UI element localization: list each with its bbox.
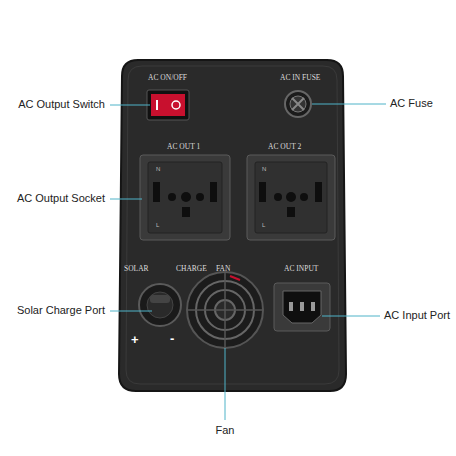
- polarity-mark: -: [170, 332, 174, 347]
- panel-label: AC ON/OFF: [148, 74, 187, 83]
- panel-label: AC IN FUSE: [280, 74, 320, 83]
- polarity-mark: +: [131, 333, 139, 348]
- panel-label: AC OUT 2: [268, 143, 301, 152]
- callout-label: AC Output Switch: [18, 98, 105, 111]
- socket-mark: L: [262, 222, 265, 229]
- callout-label: AC Input Port: [384, 309, 450, 322]
- callout-label: AC Output Socket: [17, 192, 105, 205]
- panel-label: SOLAR: [124, 265, 149, 274]
- panel-label: CHARGE: [176, 265, 207, 274]
- panel-label: AC OUT 1: [167, 143, 200, 152]
- callout-label: Solar Charge Port: [17, 304, 105, 317]
- callout-label: AC Fuse: [390, 97, 433, 110]
- callout-label: Fan: [216, 424, 235, 437]
- socket-mark: L: [156, 222, 159, 229]
- panel-label: FAN: [216, 265, 230, 274]
- socket-mark: N: [262, 166, 266, 173]
- panel-label: AC INPUT: [284, 265, 318, 274]
- socket-mark: N: [156, 166, 160, 173]
